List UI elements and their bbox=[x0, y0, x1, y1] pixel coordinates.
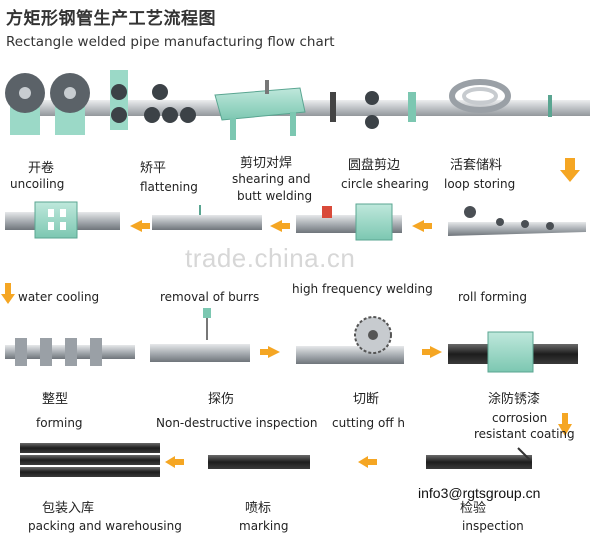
step-cutting-en: cutting off h bbox=[332, 416, 406, 430]
contact-email: info3@rgtsgroup.cn bbox=[418, 485, 541, 501]
step-forming-cn: 整型 bbox=[42, 392, 69, 407]
step-inspection-cn: 检验 bbox=[460, 501, 487, 516]
step-marking-cn: 喷标 bbox=[245, 501, 272, 516]
step-shearing-cn: 剪切对焊 bbox=[240, 156, 293, 171]
step-uncoiling-cn: 开卷 bbox=[28, 161, 55, 176]
step-hf-welding-en: high frequency welding bbox=[292, 282, 433, 296]
step-shearing-en-line2: butt welding bbox=[237, 189, 313, 203]
step-coating-en-line2: resistant coating bbox=[474, 427, 575, 441]
row3-pipes bbox=[5, 308, 578, 373]
step-roll-forming-en: roll forming bbox=[458, 290, 528, 304]
step-flattening-en: flattening bbox=[140, 180, 198, 194]
step-loop-storing-en: loop storing bbox=[444, 177, 516, 191]
step-circle-shearing-en: circle shearing bbox=[341, 177, 429, 191]
welding-table-icon bbox=[214, 80, 306, 140]
watermark-text: trade.china.cn bbox=[185, 243, 356, 273]
arrow-left-icon bbox=[165, 456, 184, 468]
row4-pipes bbox=[20, 443, 532, 477]
step-packing-cn: 包装入库 bbox=[42, 501, 95, 516]
page-title-cn: 方矩形钢管生产工艺流程图 bbox=[6, 9, 216, 29]
step-coating-cn: 涂防锈漆 bbox=[488, 392, 541, 407]
arrow-down-icon bbox=[1, 283, 15, 304]
step-ndt-en: Non-destructive inspection bbox=[156, 416, 318, 430]
row2-pipes bbox=[5, 201, 586, 241]
step-ndt-cn: 探伤 bbox=[208, 392, 235, 407]
step-circle-shearing-cn: 圆盘剪边 bbox=[348, 158, 401, 173]
step-packing-en: packing and warehousing bbox=[28, 519, 182, 533]
arrow-left-icon bbox=[358, 456, 377, 468]
step-loop-storing-cn: 活套储料 bbox=[450, 158, 503, 173]
arrow-down-icon bbox=[558, 413, 572, 436]
step-water-cooling-en: water cooling bbox=[18, 290, 100, 304]
coil-icon bbox=[5, 73, 90, 135]
arrow-left-icon bbox=[270, 220, 290, 232]
step-forming-en: forming bbox=[36, 416, 83, 430]
flattening-rolls-icon bbox=[110, 70, 196, 130]
arrow-left-icon bbox=[130, 220, 150, 232]
step-cutting-cn: 切断 bbox=[353, 392, 380, 407]
arrow-right-icon bbox=[260, 346, 280, 358]
step-uncoiling-en: uncoiling bbox=[10, 177, 65, 191]
step-removal-burrs-en: removal of burrs bbox=[160, 290, 260, 304]
page-title-en: Rectangle welded pipe manufacturing flow… bbox=[6, 34, 335, 50]
circle-shearing-icon bbox=[330, 91, 416, 129]
arrow-down-icon bbox=[560, 158, 580, 182]
step-shearing-en: shearing and bbox=[232, 172, 311, 186]
step-marking-en: marking bbox=[239, 519, 289, 533]
step-flattening-cn: 矫平 bbox=[140, 161, 167, 176]
arrow-right-icon bbox=[422, 346, 442, 358]
step-coating-en: corrosion bbox=[492, 411, 548, 425]
loop-storing-icon bbox=[449, 79, 552, 117]
arrow-left-icon bbox=[412, 220, 432, 232]
step-inspection-en: inspection bbox=[462, 519, 524, 533]
